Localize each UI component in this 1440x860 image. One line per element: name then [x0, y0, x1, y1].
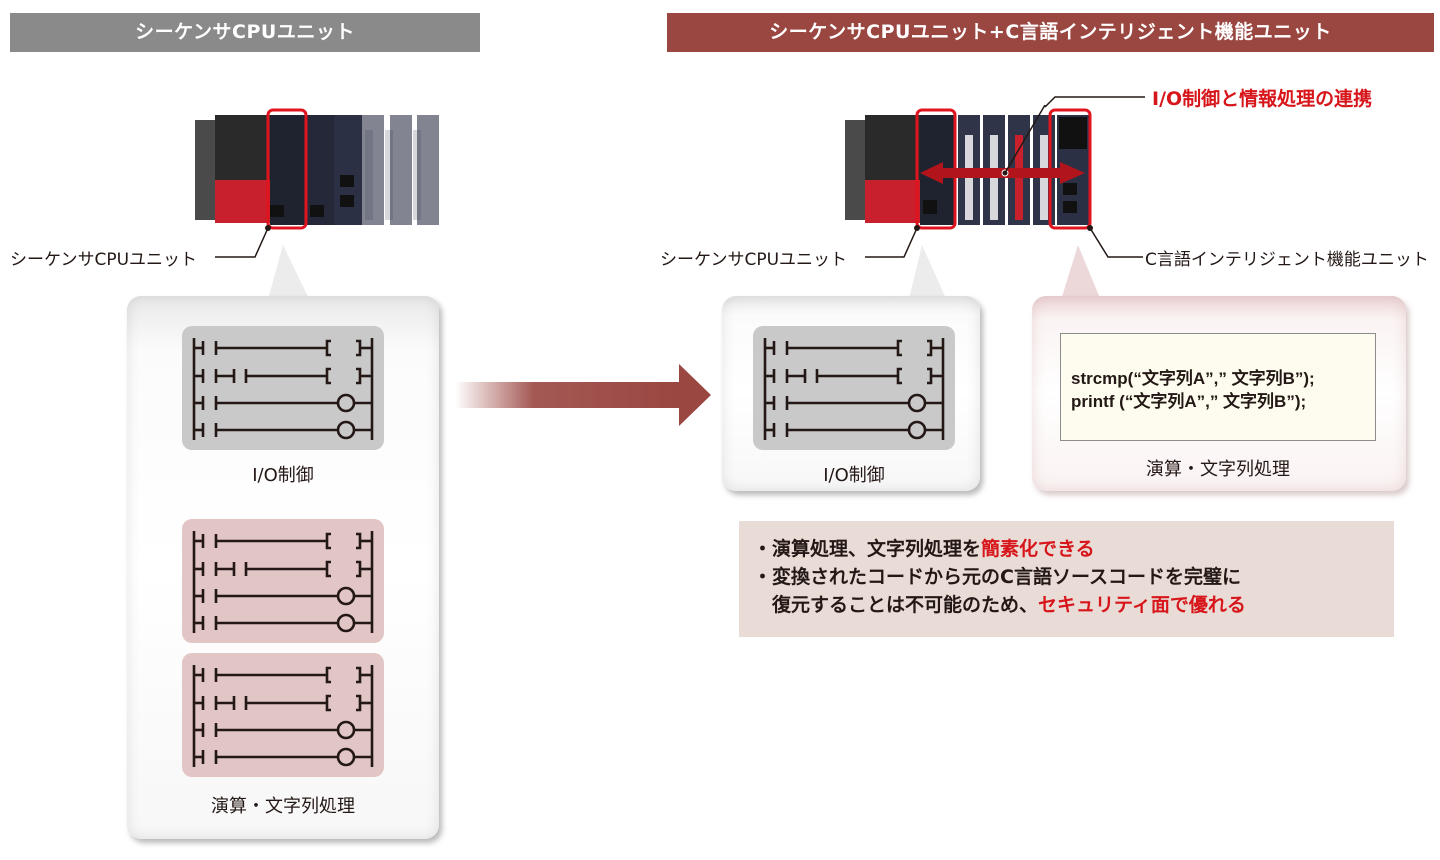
- instruction-bracket-open: [325, 367, 331, 385]
- coil-icon: [336, 393, 356, 413]
- label-cpu-unit-right: シーケンサCPUユニット: [660, 250, 848, 270]
- instruction-bracket-close: [927, 339, 933, 357]
- instruction-bracket-close: [356, 339, 362, 357]
- instruction-bracket-open: [325, 666, 331, 684]
- bubble-pointer-right-gray: [908, 245, 948, 303]
- leader-line-cpu-right: [865, 227, 918, 258]
- coil-icon: [907, 393, 927, 413]
- benefit-security-2: 復元することは不可能のため、セキュリティ面で優れる: [753, 591, 1394, 619]
- code-line-printf: printf (“文字列A”,” 文字列B”);: [1071, 392, 1307, 411]
- ladder-box-io-right: [753, 326, 955, 450]
- c-code-sample: strcmp(“文字列A”,” 文字列B”); printf (“文字列A”,”…: [1060, 333, 1376, 441]
- plc-rack-image-left: [195, 108, 439, 231]
- instruction-bracket-close: [356, 560, 362, 578]
- benefits-box: ・演算処理、文字列処理を簡素化できる ・変換されたコードから元のC言語ソースコー…: [739, 521, 1394, 637]
- label-c-language-unit: C言語インテリジェント機能ユニット: [1145, 250, 1429, 270]
- instruction-bracket-close: [927, 367, 933, 385]
- coil-icon: [336, 747, 356, 767]
- code-line-strcmp: strcmp(“文字列A”,” 文字列B”);: [1071, 369, 1315, 388]
- benefit-text: 復元することは不可能のため、: [753, 594, 1039, 616]
- ladder-box-calc-1: [182, 519, 384, 643]
- header-sequencer-cpu: シーケンサCPUユニット: [10, 13, 480, 52]
- instruction-bracket-open: [325, 532, 331, 550]
- leader-line-cpu-left: [215, 227, 269, 258]
- instruction-bracket-close: [356, 367, 362, 385]
- instruction-bracket-open: [325, 694, 331, 712]
- caption-calc-string-right: 演算・文字列処理: [1146, 459, 1290, 480]
- leader-line-link: [1044, 96, 1145, 108]
- coil-icon: [336, 720, 356, 740]
- benefit-text: ・演算処理、文字列処理を: [753, 538, 982, 560]
- plc-rack-image-right: [845, 105, 1093, 231]
- header-cpu-plus-c-unit: シーケンサCPUユニット+C言語インテリジェント機能ユニット: [667, 13, 1434, 52]
- caption-io-control-right: I/O制御: [823, 465, 885, 486]
- label-io-info-link: I/O制御と情報処理の連携: [1152, 88, 1373, 110]
- benefit-security-1: ・変換されたコードから元のC言語ソースコードを完璧に: [753, 566, 1241, 588]
- ladder-box-calc-2: [182, 653, 384, 777]
- caption-io-control-left: I/O制御: [252, 465, 314, 486]
- instruction-bracket-close: [356, 694, 362, 712]
- benefit-simplify: ・演算処理、文字列処理を簡素化できる: [753, 535, 1394, 563]
- instruction-bracket-open: [896, 339, 902, 357]
- caption-calc-string-left: 演算・文字列処理: [211, 796, 355, 817]
- transition-arrow-icon: [455, 364, 711, 426]
- coil-icon: [907, 420, 927, 440]
- bubble-pointer-left: [267, 245, 311, 303]
- instruction-bracket-open: [325, 339, 331, 357]
- benefit-highlight: セキュリティ面で優れる: [1038, 594, 1246, 616]
- coil-icon: [336, 613, 356, 633]
- instruction-bracket-open: [325, 560, 331, 578]
- benefit-highlight: 簡素化できる: [981, 538, 1095, 560]
- coil-icon: [336, 420, 356, 440]
- instruction-bracket-open: [896, 367, 902, 385]
- leader-line-c-unit: [1089, 227, 1143, 258]
- coil-icon: [336, 586, 356, 606]
- ladder-box-io-left: [182, 326, 384, 450]
- instruction-bracket-close: [356, 666, 362, 684]
- label-cpu-unit-left: シーケンサCPUユニット: [10, 250, 198, 270]
- instruction-bracket-close: [356, 532, 362, 550]
- bubble-pointer-right-pink: [1060, 245, 1102, 303]
